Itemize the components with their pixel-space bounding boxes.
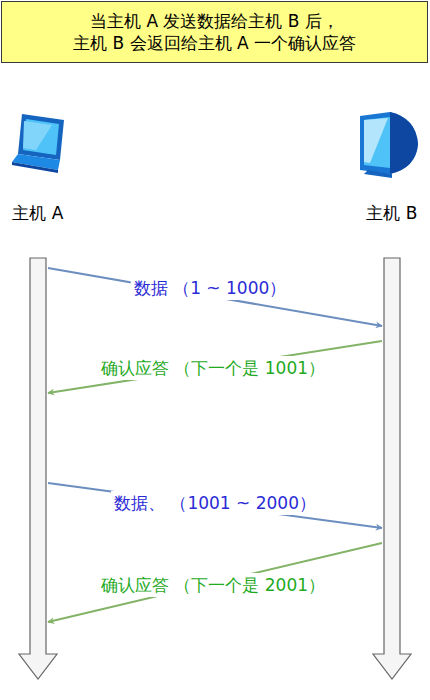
lifeline-shape xyxy=(373,258,411,679)
laptop-icon xyxy=(8,110,70,180)
lifeline-arrow xyxy=(18,258,58,680)
desktop-icon xyxy=(352,108,422,180)
lifeline-arrow xyxy=(372,258,412,680)
lifeline: 主机 B xyxy=(384,258,400,680)
title-banner: 当主机 A 发送数据给主机 B 后， 主机 B 会返回给主机 A 一个确认应答 xyxy=(1,1,428,63)
title-text: 当主机 A 发送数据给主机 B 后， 主机 B 会返回给主机 A 一个确认应答 xyxy=(15,10,415,54)
lifeline-shape xyxy=(19,258,57,679)
message-arrow xyxy=(48,341,382,393)
message-label: 数据、 （1001 ~ 2000） xyxy=(111,491,319,515)
lifeline: 主机 A xyxy=(30,258,46,680)
message-arrow xyxy=(48,268,382,326)
message-arrow xyxy=(48,543,382,622)
message-arrow xyxy=(48,483,382,528)
host-label: 主机 B xyxy=(347,202,430,225)
message-label: 确认应答 （下一个是 1001） xyxy=(98,356,328,380)
host-label: 主机 A xyxy=(0,202,83,225)
message-label: 数据 （1 ~ 1000） xyxy=(131,276,290,300)
message-label: 确认应答 （下一个是 2001） xyxy=(98,573,328,597)
